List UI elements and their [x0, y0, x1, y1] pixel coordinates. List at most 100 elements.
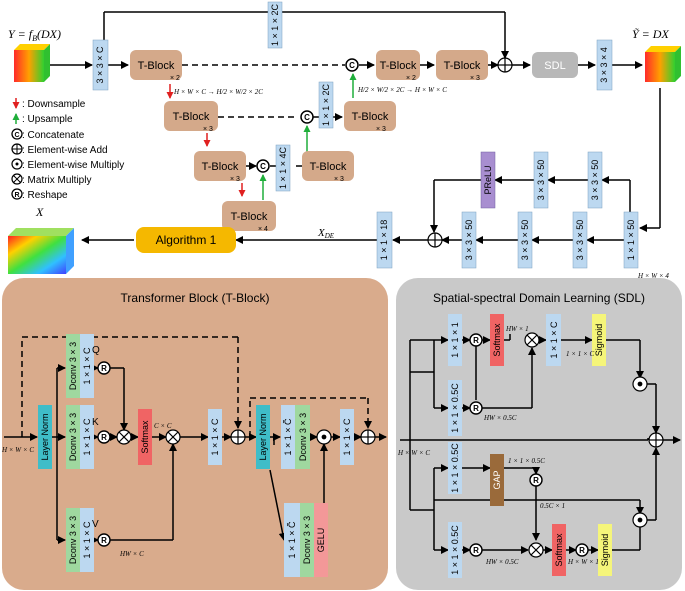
tb-input-dims: H × W × C: [1, 446, 34, 454]
legend-add: : Element-wise Add: [11, 143, 108, 156]
tblock-l2-enc[interactable]: T-Block × 3: [164, 101, 218, 133]
svg-text:1 × 1 × 2C: 1 × 1 × 2C: [270, 3, 280, 46]
tblock-l1-dec-a[interactable]: T-Block × 2: [376, 50, 420, 82]
svg-text:R: R: [473, 404, 479, 413]
tb-q-label: Q: [92, 345, 100, 356]
svg-text:SDL: SDL: [544, 60, 565, 72]
svg-text:1 × 1 × 0.5C: 1 × 1 × 0.5C: [450, 443, 460, 493]
svg-text:GELU: GELU: [316, 528, 326, 553]
svg-text:1 × 1 × C̃: 1 × 1 × C̃: [283, 418, 293, 456]
svg-text:1 × 1 × 18: 1 × 1 × 18: [379, 220, 389, 261]
sdl-conv1105c-mid: 1 × 1 × 0.5C: [448, 442, 462, 494]
tb-cxc: C × C: [154, 422, 172, 430]
svg-text:T-Block: T-Block: [310, 161, 347, 173]
svg-text:Dconv 3 × 3: Dconv 3 × 3: [68, 342, 78, 390]
legend-multiply: : Element-wise Multiply: [11, 158, 124, 171]
svg-text:3 × 3 × 50: 3 × 3 × 50: [464, 220, 474, 261]
conv-mid1: 1 × 1 × 2C: [318, 81, 334, 129]
upsample-arrows: [259, 73, 357, 200]
down-dims: H × W × C → H/2 × W/2 × 2C: [173, 88, 263, 96]
svg-text:C: C: [304, 113, 310, 122]
svg-text:1 × 1 × 0.5C: 1 × 1 × 0.5C: [450, 525, 460, 575]
svg-text:Dconv 3 × 3: Dconv 3 × 3: [68, 516, 78, 564]
tblock-l1-dec-b[interactable]: T-Block × 3: [436, 50, 488, 82]
svg-text:3 × 3 × 50: 3 × 3 × 50: [575, 220, 585, 261]
conv-3350-bot-a: 3 × 3 × 50: [572, 211, 588, 269]
tb-ffn-bottom: 1 × 1 × C̃ Dconv 3 × 3 GELU: [284, 503, 328, 577]
conv-skip: 1 × 1 × 2C: [267, 1, 283, 49]
sdl-box[interactable]: SDL: [532, 52, 578, 78]
xde-label: XDE: [317, 227, 335, 240]
tblock-l3-dec[interactable]: T-Block × 3: [302, 151, 354, 183]
sdl-conv111: 1 × 1 × 1: [448, 314, 462, 366]
tblock-l1-enc[interactable]: T-Block × 2: [130, 50, 182, 82]
tb-hwc: HW × C: [119, 550, 144, 558]
svg-text:× 2: × 2: [406, 75, 416, 82]
tb-layer-norm-2: Layer Norm: [256, 405, 270, 469]
legend-matmul: : Matrix Multiply: [11, 173, 91, 186]
conv-118: 1 × 1 × 18: [376, 211, 393, 269]
svg-text:Dconv 3 × 3: Dconv 3 × 3: [298, 413, 308, 461]
output-formula: Ỹ = DX: [632, 27, 669, 41]
svg-text:1 × 1 × C: 1 × 1 × C: [82, 521, 92, 559]
svg-text:Algorithm 1: Algorithm 1: [156, 233, 217, 247]
sdl-hw05c-b: HW × 0.5C: [485, 558, 519, 566]
svg-text:T-Block: T-Block: [352, 111, 389, 123]
svg-text:1 × 1 × C: 1 × 1 × C: [82, 418, 92, 456]
sdl-sigmoid-bot: Sigmoid: [598, 524, 612, 576]
svg-text:GAP: GAP: [492, 470, 502, 489]
tb-ffn-top: 1 × 1 × C̃ Dconv 3 × 3: [281, 405, 310, 469]
concat-nodes-top: C C C: [256, 58, 359, 173]
svg-text:× 2: × 2: [170, 75, 180, 82]
svg-text:PReLU: PReLU: [483, 165, 493, 194]
tblock-l3-enc[interactable]: T-Block × 3: [194, 151, 246, 183]
svg-text:R: R: [473, 336, 479, 345]
svg-text:1 × 1 × C: 1 × 1 × C: [342, 418, 352, 456]
svg-text:C: C: [14, 132, 19, 139]
sdl-hw05c: HW × 0.5C: [483, 414, 517, 422]
legend-concatenate: C : Concatenate: [11, 128, 85, 141]
svg-text:T-Block: T-Block: [202, 161, 239, 173]
tblock-l2-dec[interactable]: T-Block × 3: [344, 101, 396, 133]
svg-text:3 × 3 × 4: 3 × 3 × 4: [599, 47, 609, 83]
tb-v-label: V: [92, 519, 99, 530]
svg-text:× 3: × 3: [230, 176, 240, 183]
legend: : Downsample : Upsample C : Concatenate …: [11, 98, 124, 201]
svg-text:1 × 1 × 0.5C: 1 × 1 × 0.5C: [450, 383, 460, 433]
sdl-reshape-nodes: R R R R R: [469, 333, 589, 557]
svg-text:3 × 3 × C: 3 × 3 × C: [95, 46, 105, 84]
tb-conv-out: 1 × 1 × C: [340, 409, 354, 465]
svg-text:R: R: [101, 433, 107, 442]
svg-text:Softmax: Softmax: [140, 420, 150, 454]
svg-text:× 3: × 3: [203, 126, 213, 133]
svg-text:3 × 3 × 50: 3 × 3 × 50: [536, 160, 546, 201]
sdl-conv1105c-bot: 1 × 1 × 0.5C: [448, 522, 462, 578]
svg-text:T-Block: T-Block: [380, 60, 417, 72]
tb-softmax: Softmax: [138, 409, 152, 465]
svg-text:× 3: × 3: [334, 176, 344, 183]
input-formula: Y = fB(DX): [8, 27, 61, 43]
tb-q-branch: Dconv 3 × 3 1 × 1 × C: [66, 334, 94, 398]
svg-text:1 × 1 × C: 1 × 1 × C: [82, 347, 92, 385]
svg-text:R: R: [101, 536, 107, 545]
tblock-l4[interactable]: T-Block × 4: [222, 201, 276, 233]
svg-text:: Concatenate: : Concatenate: [22, 130, 85, 141]
svg-text:Layer Norm: Layer Norm: [258, 413, 268, 460]
conv-3350-bot-c: 3 × 3 × 50: [461, 211, 477, 269]
hw4-label: H × W × 4: [637, 272, 669, 280]
conv-1150: 1 × 1 × 50: [623, 211, 639, 269]
sdl-input-dims: H × W × C: [397, 449, 430, 457]
svg-text:Layer Norm: Layer Norm: [40, 413, 50, 460]
sdl-c05c1: 0.5C × 1: [540, 502, 565, 510]
svg-text:R: R: [579, 546, 585, 555]
algorithm-box[interactable]: Algorithm 1: [136, 227, 236, 253]
svg-text:R: R: [473, 546, 479, 555]
svg-text:Sigmoid: Sigmoid: [600, 534, 610, 567]
svg-text:Dconv 3 × 3: Dconv 3 × 3: [302, 516, 312, 564]
conv-mid2: 1 × 1 × 4C: [275, 144, 291, 192]
svg-text:1 × 1 × C̃: 1 × 1 × C̃: [287, 521, 297, 559]
sdl-panel-title: Spatial-spectral Domain Learning (SDL): [433, 291, 645, 305]
svg-text:× 3: × 3: [470, 75, 480, 82]
svg-text:: Upsample: : Upsample: [22, 114, 73, 125]
tb-op-nodes: [116, 429, 376, 445]
